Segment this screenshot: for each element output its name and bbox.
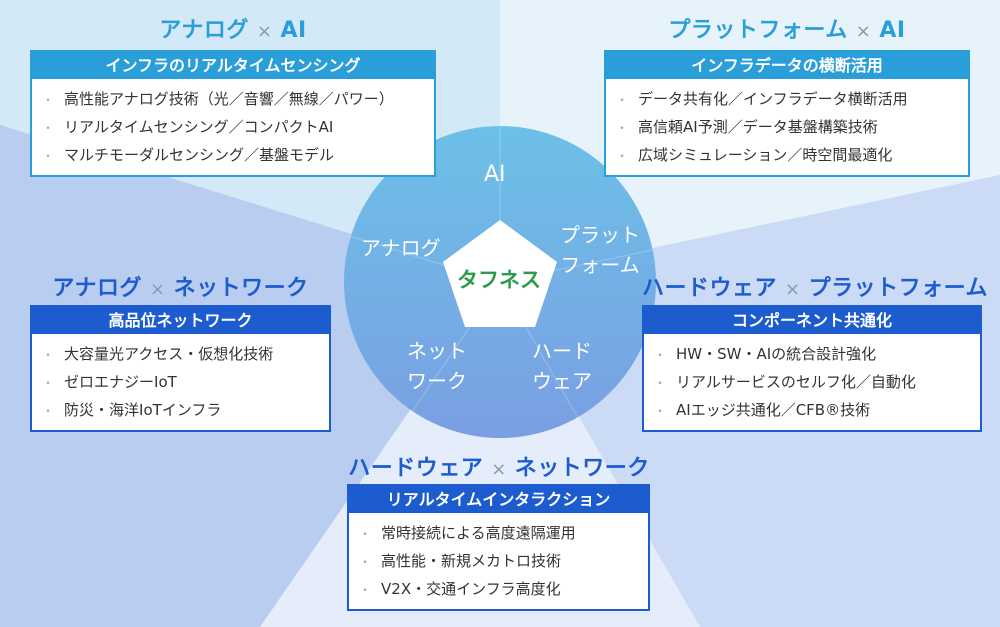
segment-label-network: ネット ワーク (407, 336, 467, 396)
group-header: インフラデータの横断活用 (606, 52, 968, 79)
group-title-platform-ai: プラットフォーム × AI (604, 12, 970, 44)
bullet-icon: ・ (616, 149, 629, 163)
center-pentagon (443, 220, 557, 327)
segment-label-hardware: ハード ウェア (532, 336, 592, 396)
segment-label-ai: AI (484, 162, 506, 187)
title-part-a: アナログ (159, 18, 249, 43)
list-item: ・リアルタイムセンシング／コンパクトAI (42, 113, 434, 141)
cross-icon: × (491, 459, 507, 480)
item-text: 高信頼AI予測／データ基盤構築技術 (638, 118, 878, 136)
list-item: ・ V2X・交通インフラ高度化 (359, 575, 648, 603)
segment-label-analog: アナログ (361, 236, 441, 260)
title-part-b: AI (280, 18, 307, 43)
item-text: V2X・交通インフラ高度化 (381, 580, 561, 598)
item-text: 広域シミュレーション／時空間最適化 (638, 146, 893, 164)
title-part-a: ハードウェア (642, 276, 778, 301)
bullet-icon: ・ (654, 348, 667, 362)
bullet-icon: ・ (42, 93, 55, 107)
list-item: ・大容量光アクセス・仮想化技術 (42, 340, 329, 368)
group-header: インフラのリアルタイムセンシング (32, 52, 434, 79)
list-item: ・ゼロエナジーIoT (42, 368, 329, 396)
segment-label-platform-line1: プラット (560, 223, 640, 247)
item-text: AIエッジ共通化／CFB®技術 (676, 401, 871, 419)
group-box-platform-ai: インフラデータの横断活用 ・データ共有化／インフラデータ横断活用 ・高信頼AI予… (604, 50, 970, 177)
center-label-toughness: タフネス (457, 268, 541, 292)
group-header: リアルタイムインタラクション (349, 486, 648, 513)
title-part-b: プラットフォーム (808, 276, 988, 301)
group-title-analog-ai: アナログ × AI (30, 12, 436, 44)
bullet-icon: ・ (42, 121, 55, 135)
segment-label-platform: プラット フォーム (560, 220, 640, 280)
list-item: ・防災・海洋IoTインフラ (42, 396, 329, 424)
group-title-hardware-network: ハードウェア × ネットワーク (340, 450, 658, 482)
bullet-icon: ・ (42, 404, 55, 418)
group-header: コンポーネント共通化 (644, 307, 980, 334)
segment-label-network-line2: ワーク (407, 369, 467, 393)
group-box-analog-ai: インフラのリアルタイムセンシング ・高性能アナログ技術（光／音響／無線／パワー）… (30, 50, 436, 177)
cross-icon: × (855, 21, 872, 42)
title-part-a: ハードウェア (348, 456, 484, 481)
list-item: ・高信頼AI予測／データ基盤構築技術 (616, 113, 968, 141)
group-header: 高品位ネットワーク (32, 307, 329, 334)
list-item: ・常時接続による高度遠隔運用 (359, 519, 648, 547)
bullet-icon: ・ (616, 93, 629, 107)
item-text: 高性能アナログ技術（光／音響／無線／パワー） (64, 90, 394, 108)
group-box-hardware-network: リアルタイムインタラクション ・常時接続による高度遠隔運用 ・高性能・新規メカト… (347, 484, 650, 611)
title-part-a: アナログ (52, 276, 142, 301)
title-part-b: ネットワーク (173, 276, 309, 301)
item-text: HW・SW・AIの統合設計強化 (676, 345, 877, 363)
item-text: リアルタイムセンシング／コンパクトAI (64, 118, 334, 136)
bullet-icon: ・ (359, 527, 372, 541)
list-item: ・ HW・SW・AIの統合設計強化 (654, 340, 980, 368)
segment-label-platform-line2: フォーム (560, 253, 640, 277)
segment-label-hardware-line1: ハード (532, 339, 592, 363)
list-item: ・広域シミュレーション／時空間最適化 (616, 141, 968, 169)
bullet-icon: ・ (359, 555, 372, 569)
title-part-a: プラットフォーム (668, 18, 848, 43)
list-item: ・高性能アナログ技術（光／音響／無線／パワー） (42, 85, 434, 113)
item-text: データ共有化／インフラデータ横断活用 (638, 90, 908, 108)
item-text: 高性能・新規メカトロ技術 (381, 552, 562, 570)
title-part-b: AI (879, 18, 906, 43)
list-item: ・高性能・新規メカトロ技術 (359, 547, 648, 575)
bullet-icon: ・ (654, 376, 667, 390)
bullet-icon: ・ (42, 149, 55, 163)
group-box-analog-network: 高品位ネットワーク ・大容量光アクセス・仮想化技術 ・ゼロエナジーIoT ・防災… (30, 305, 331, 432)
bullet-icon: ・ (42, 376, 55, 390)
cross-icon: × (149, 279, 166, 300)
group-title-hardware-platform: ハードウェア × プラットフォーム (642, 270, 987, 302)
segment-label-network-line1: ネット (407, 339, 467, 363)
item-text: 常時接続による高度遠隔運用 (381, 524, 576, 542)
group-box-hardware-platform: コンポーネント共通化 ・ HW・SW・AIの統合設計強化 ・リアルサービスのセルフ… (642, 305, 982, 432)
list-item: ・リアルサービスのセルフ化／自動化 (654, 368, 980, 396)
item-text: ゼロエナジーIoT (64, 373, 177, 391)
item-text: リアルサービスのセルフ化／自動化 (676, 373, 916, 391)
list-item: ・マルチモーダルセンシング／基盤モデル (42, 141, 434, 169)
cross-icon: × (256, 21, 273, 42)
item-text: 大容量光アクセス・仮想化技術 (64, 345, 274, 363)
title-part-b: ネットワーク (514, 456, 650, 481)
item-text: 防災・海洋IoTインフラ (64, 401, 222, 419)
bullet-icon: ・ (359, 583, 372, 597)
cross-icon: × (785, 279, 801, 300)
list-item: ・ AIエッジ共通化／CFB®技術 (654, 396, 980, 424)
bullet-icon: ・ (616, 121, 629, 135)
bullet-icon: ・ (42, 348, 55, 362)
list-item: ・データ共有化／インフラデータ横断活用 (616, 85, 968, 113)
bullet-icon: ・ (654, 404, 667, 418)
group-title-analog-network: アナログ × ネットワーク (30, 270, 331, 302)
item-text: マルチモーダルセンシング／基盤モデル (64, 146, 335, 164)
segment-label-hardware-line2: ウェア (532, 369, 592, 393)
